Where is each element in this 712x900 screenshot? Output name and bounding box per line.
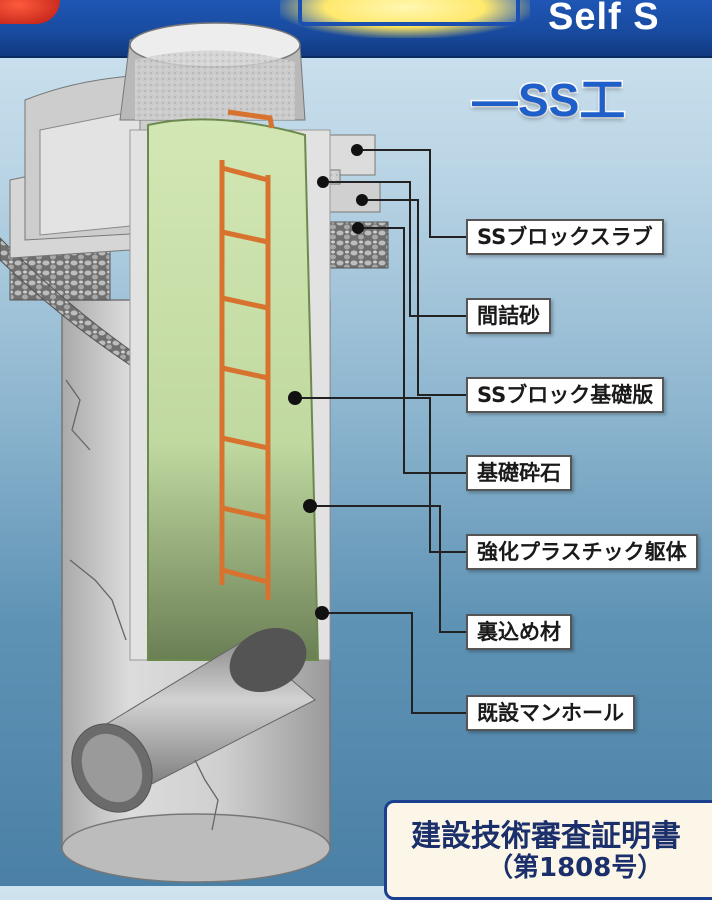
leader-lines bbox=[295, 149, 466, 714]
ladder bbox=[219, 160, 271, 600]
certificate-title: 建設技術審査証明書 bbox=[411, 819, 681, 854]
banner-title: Self S bbox=[548, 0, 660, 38]
label-backfill: 裏込め材 bbox=[466, 614, 572, 650]
label-foundation-gravel: 基礎砕石 bbox=[466, 455, 572, 491]
manhole-base bbox=[61, 813, 331, 883]
label-filling-sand: 間詰砂 bbox=[466, 298, 551, 334]
brand-logo-frame bbox=[298, 0, 520, 26]
brand-logo-glow bbox=[280, 0, 530, 38]
certificate-box: 建設技術審査証明書 （第1808号） bbox=[384, 800, 712, 900]
cracks bbox=[65, 379, 219, 831]
label-ss-block-foundation: SSブロック基礎版 bbox=[466, 377, 665, 413]
subtitle: ―SS工 bbox=[470, 73, 626, 128]
label-ss-block-slab: SSブロックスラブ bbox=[466, 219, 664, 255]
header-banner: Self S bbox=[0, 0, 712, 58]
ladder-top-handle bbox=[227, 109, 275, 129]
label-existing-manhole: 既設マンホール bbox=[466, 695, 635, 731]
label-frp-body: 強化プラスチック躯体 bbox=[466, 534, 698, 570]
certificate-number: （第1808号） bbox=[487, 853, 664, 883]
frp-body bbox=[147, 118, 320, 661]
leader-dots bbox=[288, 144, 368, 620]
